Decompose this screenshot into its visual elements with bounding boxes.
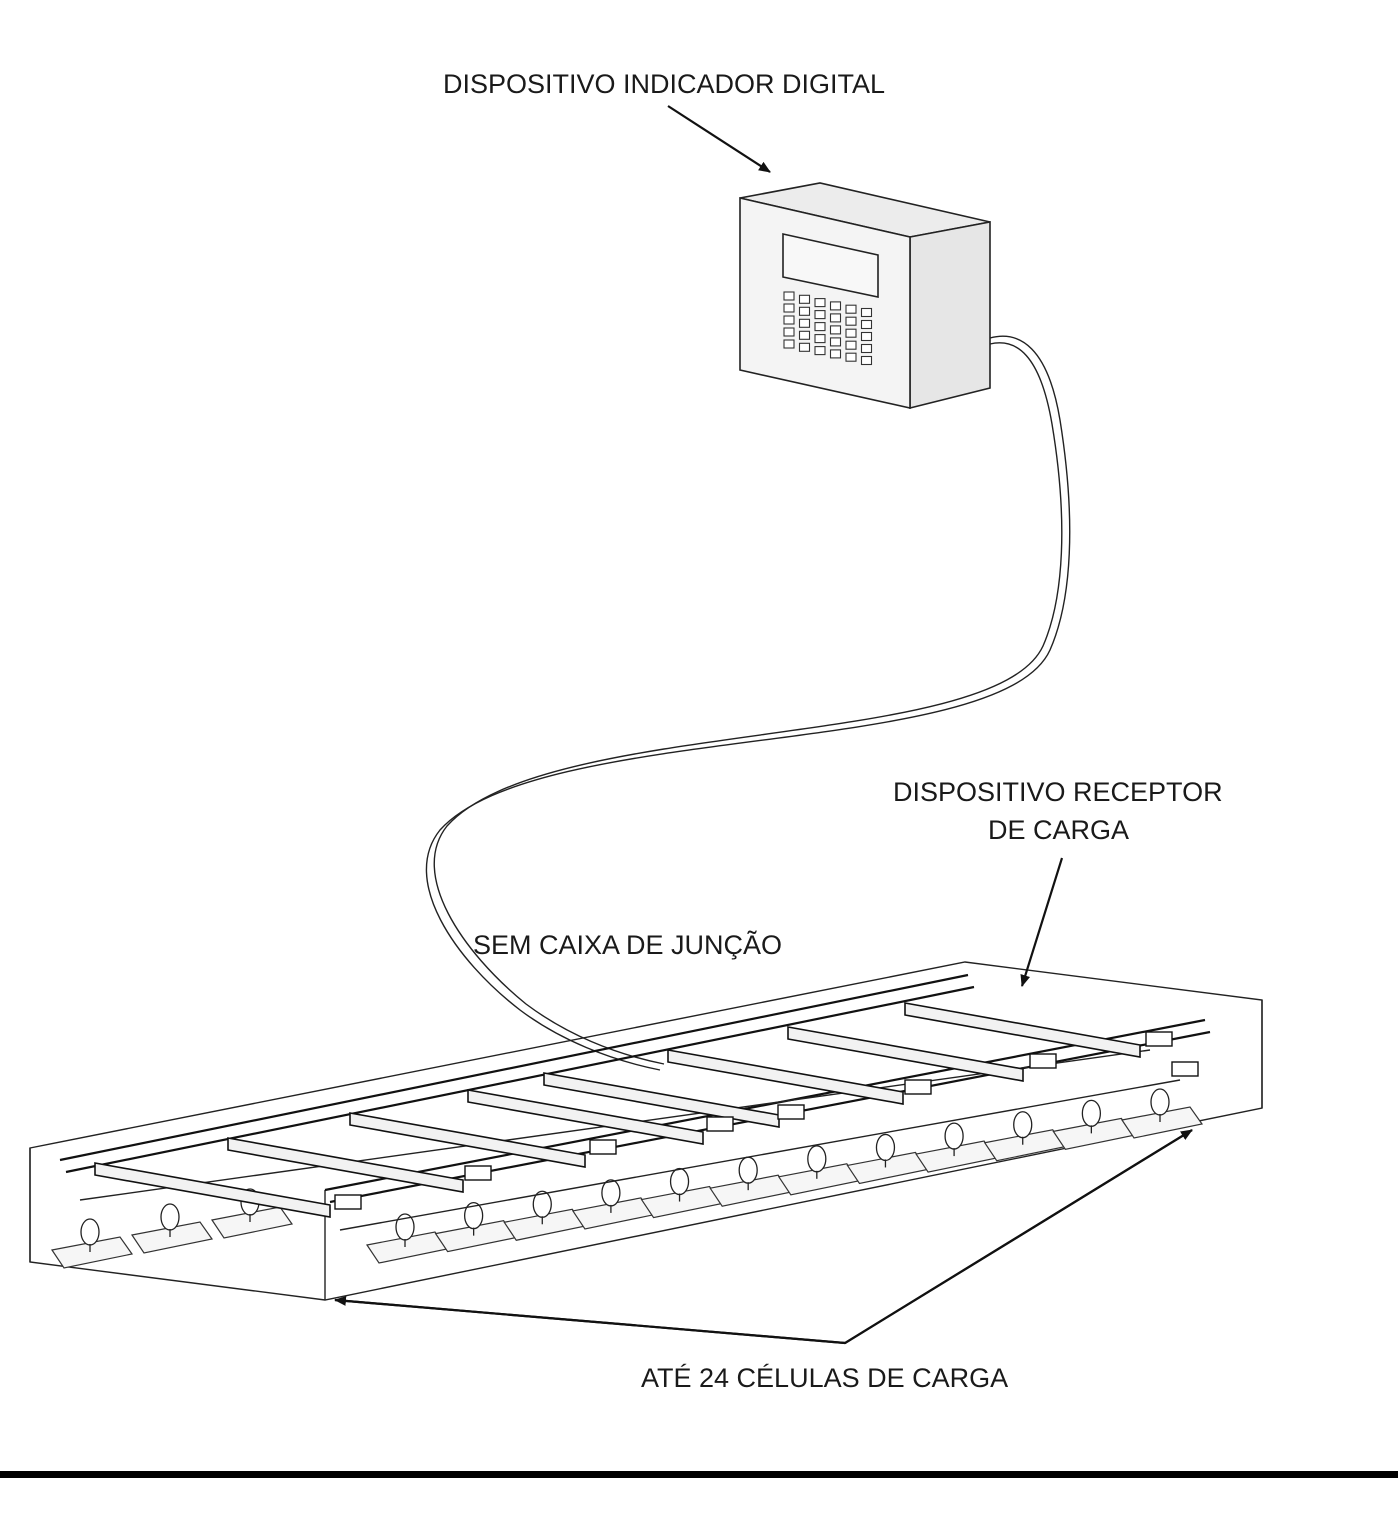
beam-end-block [464,1165,492,1181]
bottom-rule [0,1471,1398,1478]
indicator-side-face [909,221,991,410]
keypad-key [783,315,795,325]
load-cells [80,1088,1170,1252]
keypad-key [783,327,795,337]
cross-beam [467,1089,704,1145]
keypad-key [798,330,811,340]
receptor-label-line1: DISPOSITIVO RECEPTOR [893,777,1223,807]
cross-beam [227,1137,464,1193]
keypad-key [829,313,842,323]
cross-beam [94,1162,331,1218]
load-cell [669,1167,690,1196]
load-cell-footing [210,1206,294,1239]
keypad-key [814,322,826,332]
load-cell [1150,1088,1170,1116]
beam-end-block [334,1194,362,1210]
cross-beams [94,1002,1141,1218]
receptor-arrow [1020,857,1064,987]
keypad-key [845,316,857,326]
cross-beam [667,1049,904,1105]
cross-beam [904,1002,1141,1058]
load-cell [1013,1111,1033,1139]
keypad-key [860,307,873,318]
keypad-key [845,304,857,314]
digital-indicator [739,182,991,410]
load-cells-label: ATÉ 24 CÉLULAS DE CARGA [641,1363,1008,1393]
cross-beam [787,1026,1024,1082]
keypad-key [814,334,826,344]
keypad-key [783,303,795,313]
load-cell-footing [50,1236,134,1269]
indicator-keypad [783,291,873,366]
cross-beam [349,1112,586,1168]
beam-end-block [1145,1031,1173,1047]
keypad-key [845,352,857,362]
signal-cable [425,335,1071,1071]
load-receptor [29,961,1263,1301]
load-cell [875,1133,896,1162]
load-cell-footings [50,1106,1204,1269]
keypad-key [860,319,873,330]
receptor-label-line2: DE CARGA [988,815,1129,845]
load-cell [738,1156,758,1184]
keypad-key [829,325,842,335]
keypad-key [783,339,795,349]
load-cell [80,1218,100,1246]
keypad-key [829,337,842,347]
keypad-key [860,355,873,366]
beam-end-block [1171,1061,1199,1077]
keypad-key [798,318,811,328]
keypad-key [783,291,795,301]
indicator-display-screen [782,233,879,298]
keypad-key [860,343,873,354]
keypad-key [829,301,842,311]
keypad-key [814,310,826,320]
keypad-key [829,349,842,359]
load-cell-footing [130,1221,214,1254]
keypad-key [798,342,811,352]
keypad-key [860,331,873,342]
keypad-key [814,298,826,308]
indicator-arrow [667,105,771,173]
load-cell [807,1145,827,1173]
leader-arrows [334,105,1193,1345]
load-cell [1081,1099,1102,1128]
cross-beam [543,1072,780,1128]
keypad-key [814,346,826,356]
keypad-key [845,340,857,350]
beam-end-block [589,1139,617,1155]
keypad-key [798,294,811,304]
keypad-key [845,328,857,338]
load-cell [160,1203,180,1231]
beam-end-block [1029,1053,1057,1069]
beam-end-block [706,1116,734,1132]
beam-end-blocks [334,1031,1199,1210]
load-cell-footing [1120,1106,1204,1139]
load-cell [601,1179,621,1207]
junction-label: SEM CAIXA DE JUNÇÃO [473,929,782,960]
beam-end-block [777,1104,805,1120]
beam-end-block [904,1079,932,1095]
indicator-label: DISPOSITIVO INDICADOR DIGITAL [443,69,885,99]
keypad-key [798,306,811,316]
load-cell [944,1122,964,1150]
